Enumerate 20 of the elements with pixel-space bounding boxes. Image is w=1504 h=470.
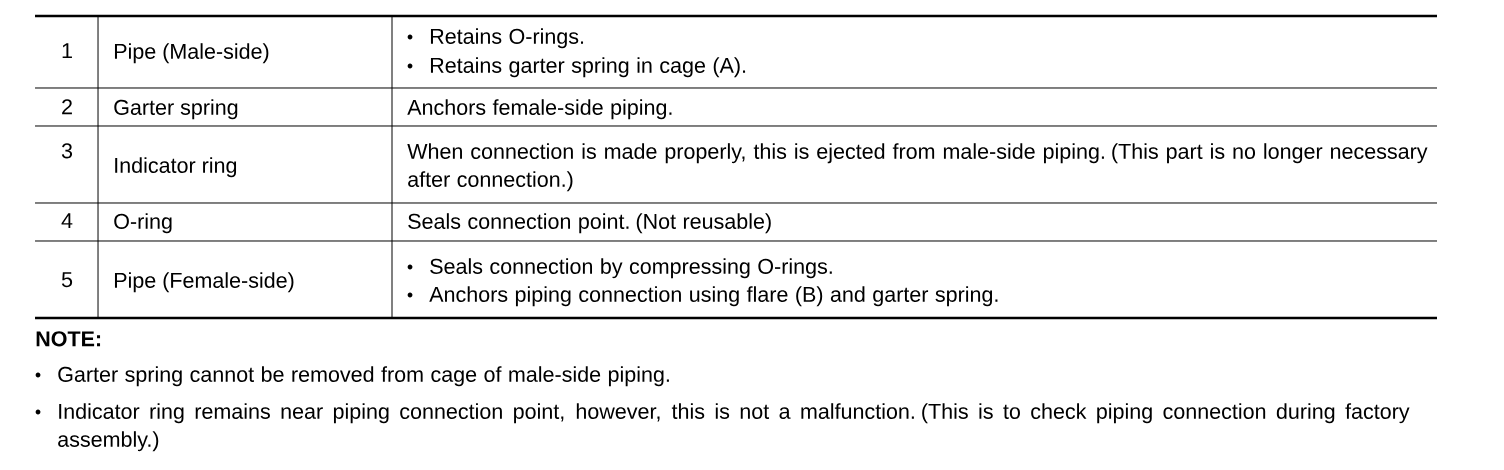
row-number: 5 (61, 272, 73, 288)
note-item: Garter spring cannot be removed from cage of male-side piping. (35, 366, 669, 387)
bullet-item: Anchors piping connection using flare (B) and garter spring. (407, 286, 998, 307)
bullet-item: Seals connection by compressing O-rings. (407, 258, 832, 279)
part-name: Pipe (Female-side) (114, 272, 294, 293)
row-number: 3 (61, 143, 73, 159)
row-number: 1 (62, 43, 72, 58)
part-name: Indicator ring (115, 157, 237, 178)
description: Anchors female-side piping. (407, 99, 672, 120)
row-number: 2 (62, 99, 72, 115)
part-name: O-ring (114, 213, 172, 234)
note-item: Indicator ring remains near piping connection point, however, this is not a malfunction. (This is to check piping connection during factory assembly.) (35, 403, 1410, 452)
bullet-item: Retains O-rings. (407, 28, 584, 49)
row-number: 4 (61, 213, 73, 228)
bullet-item: Retains garter spring in cage (A). (407, 57, 746, 78)
part-name: Garter spring (114, 99, 238, 120)
note-heading: NOTE: (36, 331, 101, 347)
description: Seals connection point. (Not reusable) (408, 213, 771, 234)
description: When connection is made properly, this is ejected from male-side piping. (This part is no longer necessary after connection.) (407, 143, 1428, 192)
part-name: Pipe (Male-side) (114, 43, 269, 64)
